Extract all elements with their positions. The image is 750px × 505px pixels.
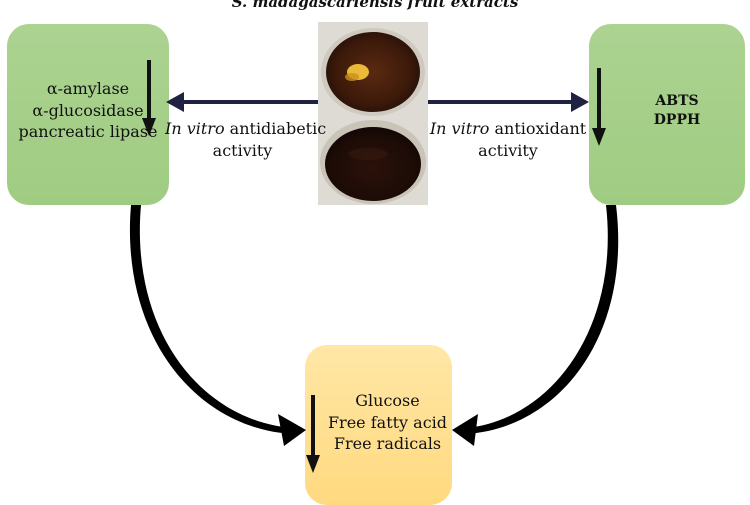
bottom-box-down-arrow xyxy=(306,395,320,473)
activity-right: activity xyxy=(478,140,538,160)
targets-box: Glucose Free fatty acid Free radicals xyxy=(305,345,452,505)
enzyme-pancreatic-lipase: pancreatic lipase xyxy=(18,122,158,142)
antidiabetic-activity-label: In vitro antidiabetic activity xyxy=(165,118,326,161)
fruit-extract-photo xyxy=(318,22,428,205)
assays-box: ABTS DPPH xyxy=(589,24,745,205)
extract-dishes-image xyxy=(318,22,428,205)
activity-left: activity xyxy=(212,140,273,160)
assay-abts: ABTS xyxy=(655,92,699,109)
left-box-down-arrow xyxy=(142,60,156,136)
right-arrow xyxy=(428,92,589,112)
target-free-fatty-acid: Free fatty acid xyxy=(327,412,448,432)
in-vitro-left: In vitro xyxy=(165,119,225,138)
left-curved-arrow xyxy=(129,205,306,446)
antidiabetic-text: antidiabetic xyxy=(224,119,327,138)
enzyme-alpha-glucosidase: α-glucosidase xyxy=(32,100,144,120)
antioxidant-activity-label: In vitro antioxidant activity xyxy=(428,118,588,161)
diagram-title: S. madagascariensis fruit extracts xyxy=(231,0,519,11)
enzymes-box: α-amylase α-glucosidase pancreatic lipas… xyxy=(7,24,169,205)
in-vitro-right: In vitro xyxy=(429,119,490,138)
antioxidant-text: antioxidant xyxy=(489,119,587,138)
right-box-down-arrow xyxy=(592,68,606,146)
target-free-radicals: Free radicals xyxy=(333,434,442,454)
assay-dpph: DPPH xyxy=(653,111,701,128)
enzyme-alpha-amylase: α-amylase xyxy=(46,79,130,99)
right-curved-arrow xyxy=(452,205,619,446)
left-arrow xyxy=(166,92,318,112)
target-glucose: Glucose xyxy=(355,391,420,410)
